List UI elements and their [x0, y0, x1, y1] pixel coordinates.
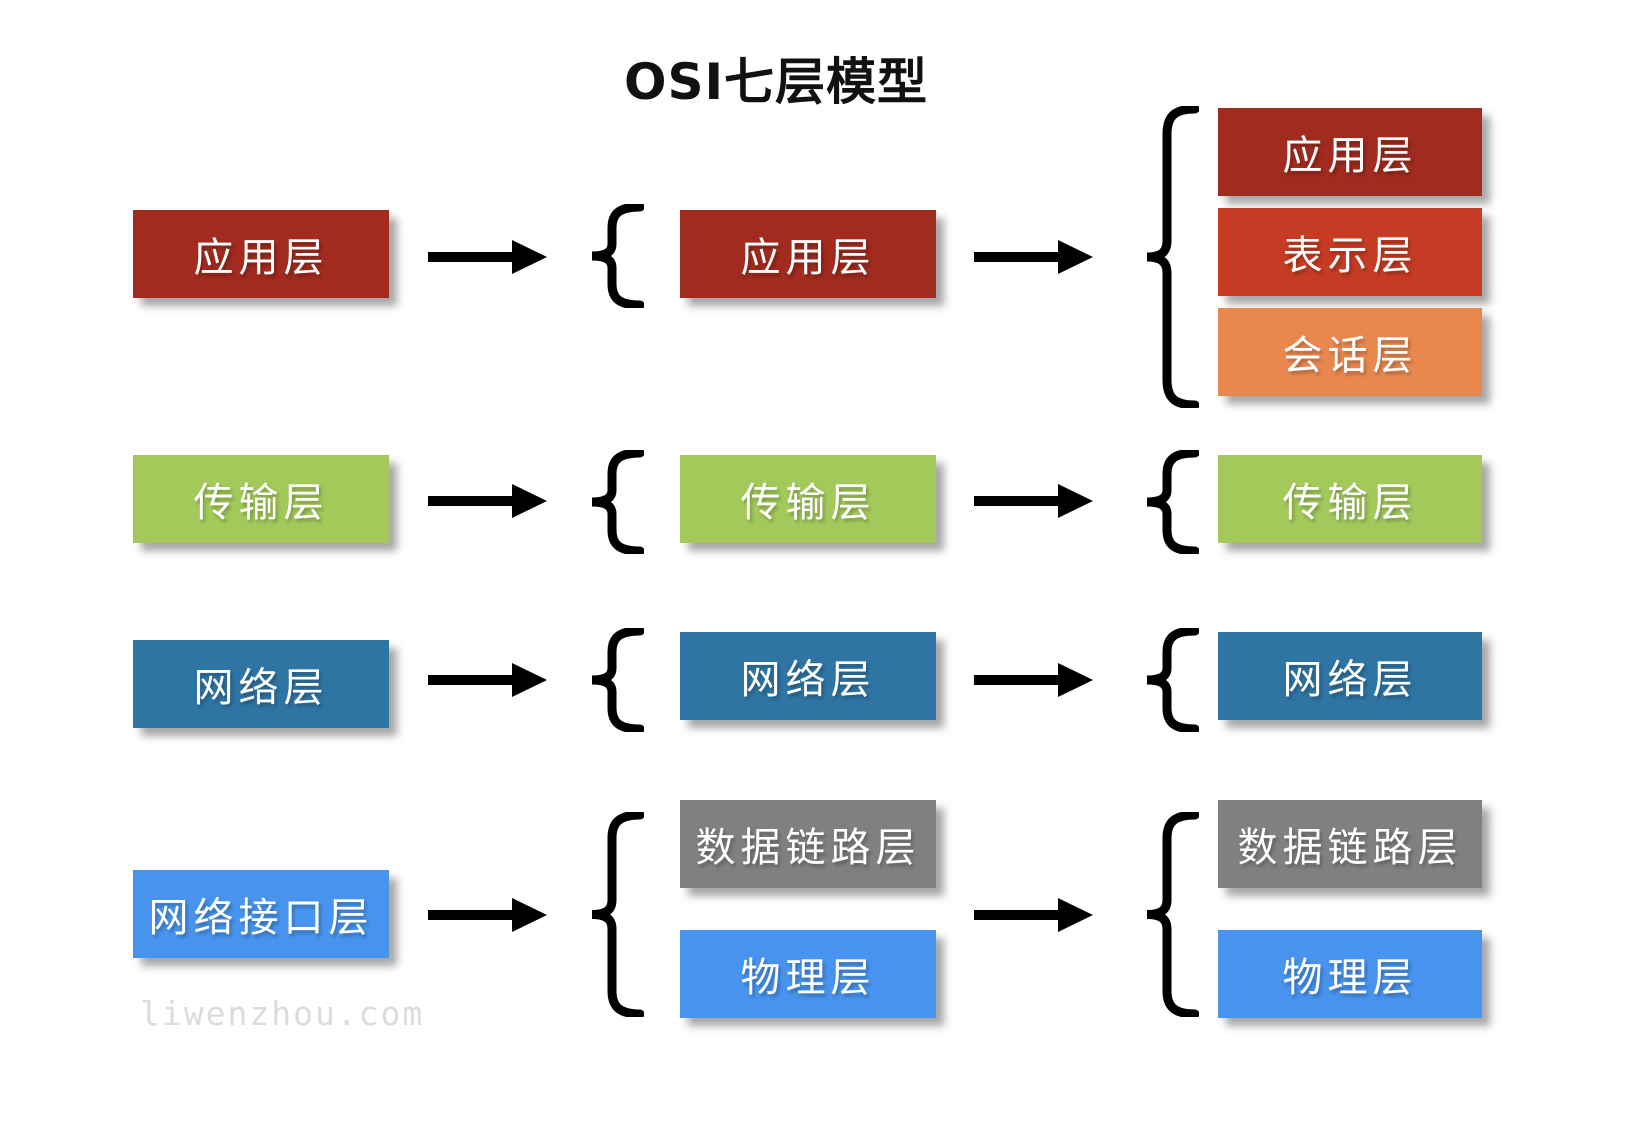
- box-left-transport-layer: 传输层: [133, 455, 389, 543]
- brace-right-network: [1146, 628, 1199, 732]
- arrow-middle-to-right-transport: [974, 484, 1093, 518]
- arrow-left-to-middle-transport: [428, 484, 547, 518]
- box-middle-transport-layer: 传输层: [680, 455, 936, 543]
- box-middle-application-layer: 应用层: [680, 210, 936, 298]
- arrow-left-to-middle-network: [428, 663, 547, 697]
- diagram-title: OSI七层模型: [623, 53, 929, 111]
- box-right-presentation-layer: 表示层: [1218, 208, 1482, 296]
- brace-right-datalink-physical-group: [1146, 812, 1199, 1017]
- brace-middle-transport: [591, 450, 644, 554]
- brace-middle-application: [591, 204, 644, 308]
- box-middle-datalink-layer: 数据链路层: [680, 800, 936, 888]
- box-right-physical-layer: 物理层: [1218, 930, 1482, 1018]
- arrow-left-to-middle-application: [428, 240, 547, 274]
- arrow-middle-to-right-datalink-physical: [974, 898, 1093, 932]
- watermark-text: liwenzhou.com: [140, 994, 425, 1033]
- arrow-middle-to-right-application: [974, 240, 1093, 274]
- box-left-application-layer: 应用层: [133, 210, 389, 298]
- brace-middle-network: [591, 628, 644, 732]
- box-middle-physical-layer: 物理层: [680, 930, 936, 1018]
- box-right-transport-layer: 传输层: [1218, 455, 1482, 543]
- arrow-middle-to-right-network: [974, 663, 1093, 697]
- box-right-datalink-layer: 数据链路层: [1218, 800, 1482, 888]
- brace-right-transport: [1146, 450, 1199, 554]
- box-middle-network-layer: 网络层: [680, 632, 936, 720]
- box-left-network-layer: 网络层: [133, 640, 389, 728]
- box-right-session-layer: 会话层: [1218, 308, 1482, 396]
- arrow-left-to-middle-network-interface: [428, 898, 547, 932]
- box-left-network-interface-layer: 网络接口层: [133, 870, 389, 958]
- box-right-application-layer: 应用层: [1218, 108, 1482, 196]
- box-right-network-layer: 网络层: [1218, 632, 1482, 720]
- brace-middle-datalink-physical-group: [591, 812, 644, 1017]
- brace-right-upper-group: [1146, 106, 1199, 408]
